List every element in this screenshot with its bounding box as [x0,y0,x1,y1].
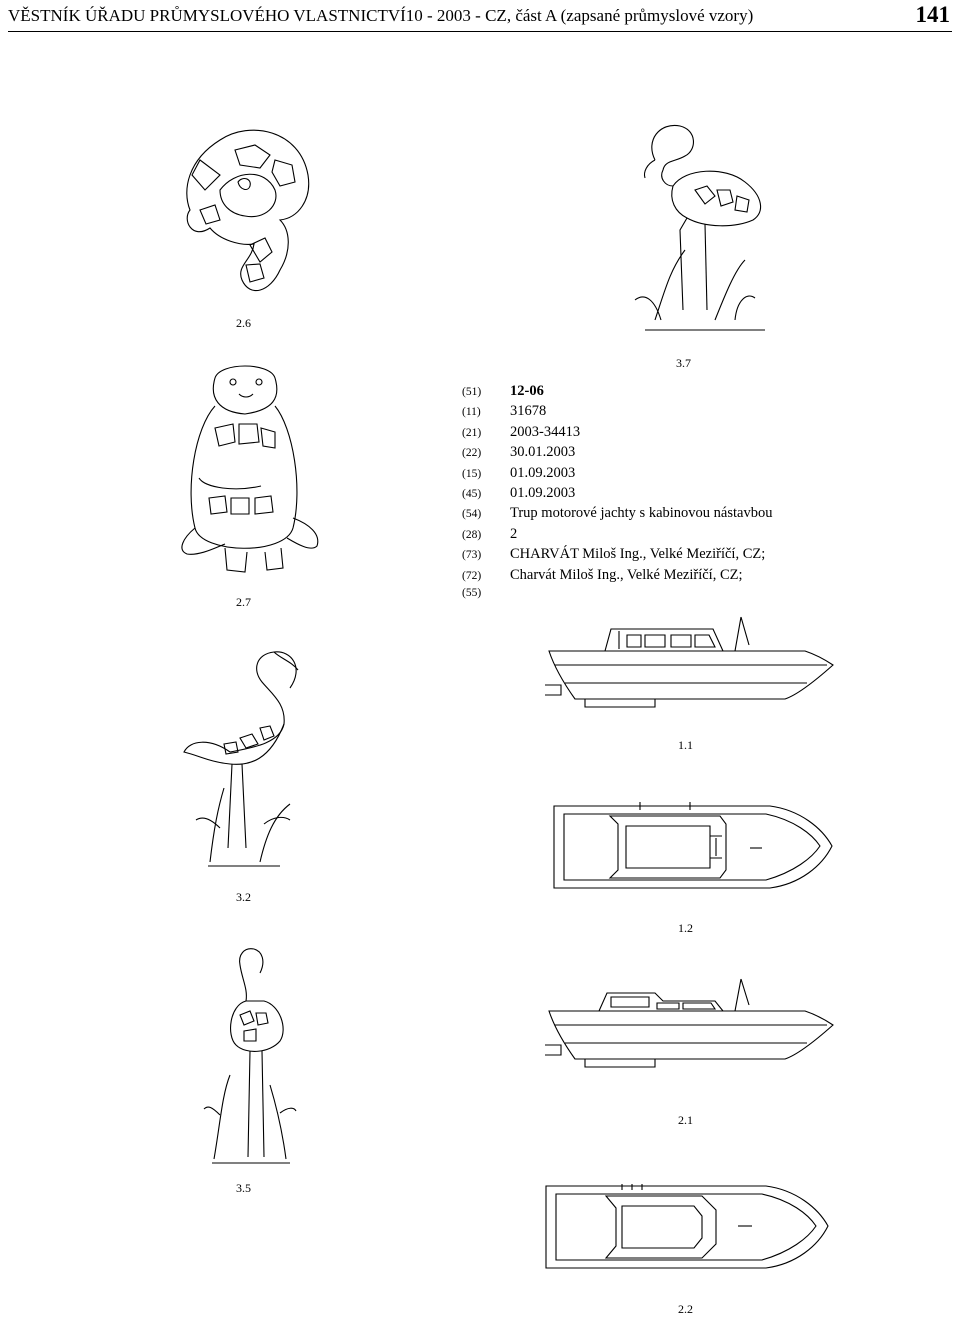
figure-3-7-drawing [634,124,765,331]
header-rule [8,31,952,32]
figure-2-2-caption: 2.2 [678,1302,693,1316]
figure-1-2-drawing [553,802,833,889]
record-code: (51) [462,386,482,398]
figure-3-2-drawing [183,651,299,867]
record-row: (73) CHARVÁT Miloš Ing., Velké Meziříčí, … [462,546,772,566]
record-value: 01.09.2003 [510,464,576,481]
figure-2-1-drawing [545,978,834,1068]
figure-2-7-drawing [181,365,319,573]
record-value: 2 [510,525,518,542]
record-row: (21) 2003-34413 [462,424,772,444]
record-code: (72) [462,569,482,582]
design-record: (51) 12-06 (11) 31678 (21) 2003-34413 (22) 3… [462,383,772,607]
record-row: (22) 30.01.2003 [462,444,772,464]
figure-3-7-caption: 3.7 [676,356,691,370]
record-value: 30.01.2003 [510,444,576,461]
record-value: 31678 [510,403,547,420]
record-value: 2003-34413 [510,423,581,440]
journal-title: VĚSTNÍK ÚŘADU PRŮMYSLOVÉHO VLASTNICTVÍ10… [8,6,754,25]
record-value: 01.09.2003 [510,484,576,501]
record-code: (28) [462,528,482,541]
figure-3-5-caption: 3.5 [236,1181,251,1195]
record-code: (73) [462,549,482,562]
record-row: (28) 2 [462,526,772,546]
record-row: (45) 01.09.2003 [462,485,772,505]
record-value: 12-06 [510,383,544,399]
record-code: (55) [462,586,482,599]
record-row: (55) [462,587,772,607]
figure-3-2-caption: 3.2 [236,890,251,904]
record-row: (11) 31678 [462,403,772,423]
record-value: CHARVÁT Miloš Ing., Velké Meziříčí, CZ; [510,546,766,563]
record-row: (15) 01.09.2003 [462,465,772,485]
figure-1-1-caption: 1.1 [678,738,693,752]
figure-3-5-drawing [203,948,297,1164]
record-value: Trup motorové jachty s kabinovou nástavb… [510,505,773,522]
record-row: (51) 12-06 [462,383,772,403]
figure-2-2-drawing [545,1184,829,1269]
figure-2-7-caption: 2.7 [236,595,251,609]
figure-2-6-drawing [186,129,310,292]
figure-1-2-caption: 1.2 [678,921,693,935]
record-code: (15) [462,467,482,480]
page-number: 141 [915,2,951,27]
record-value: Charvát Miloš Ing., Velké Meziříčí, CZ; [510,566,743,583]
record-code: (54) [462,508,482,521]
figure-2-6-caption: 2.6 [236,316,251,330]
record-code: (11) [462,406,481,419]
record-row: (72) Charvát Miloš Ing., Velké Meziříčí, … [462,567,772,587]
record-code: (45) [462,487,482,500]
record-code: (21) [462,426,482,439]
figure-2-1-caption: 2.1 [678,1113,693,1127]
record-code: (22) [462,447,482,460]
record-row: (54) Trup motorové jachty s kabinovou nás… [462,505,772,525]
figure-1-1-drawing [545,616,834,708]
